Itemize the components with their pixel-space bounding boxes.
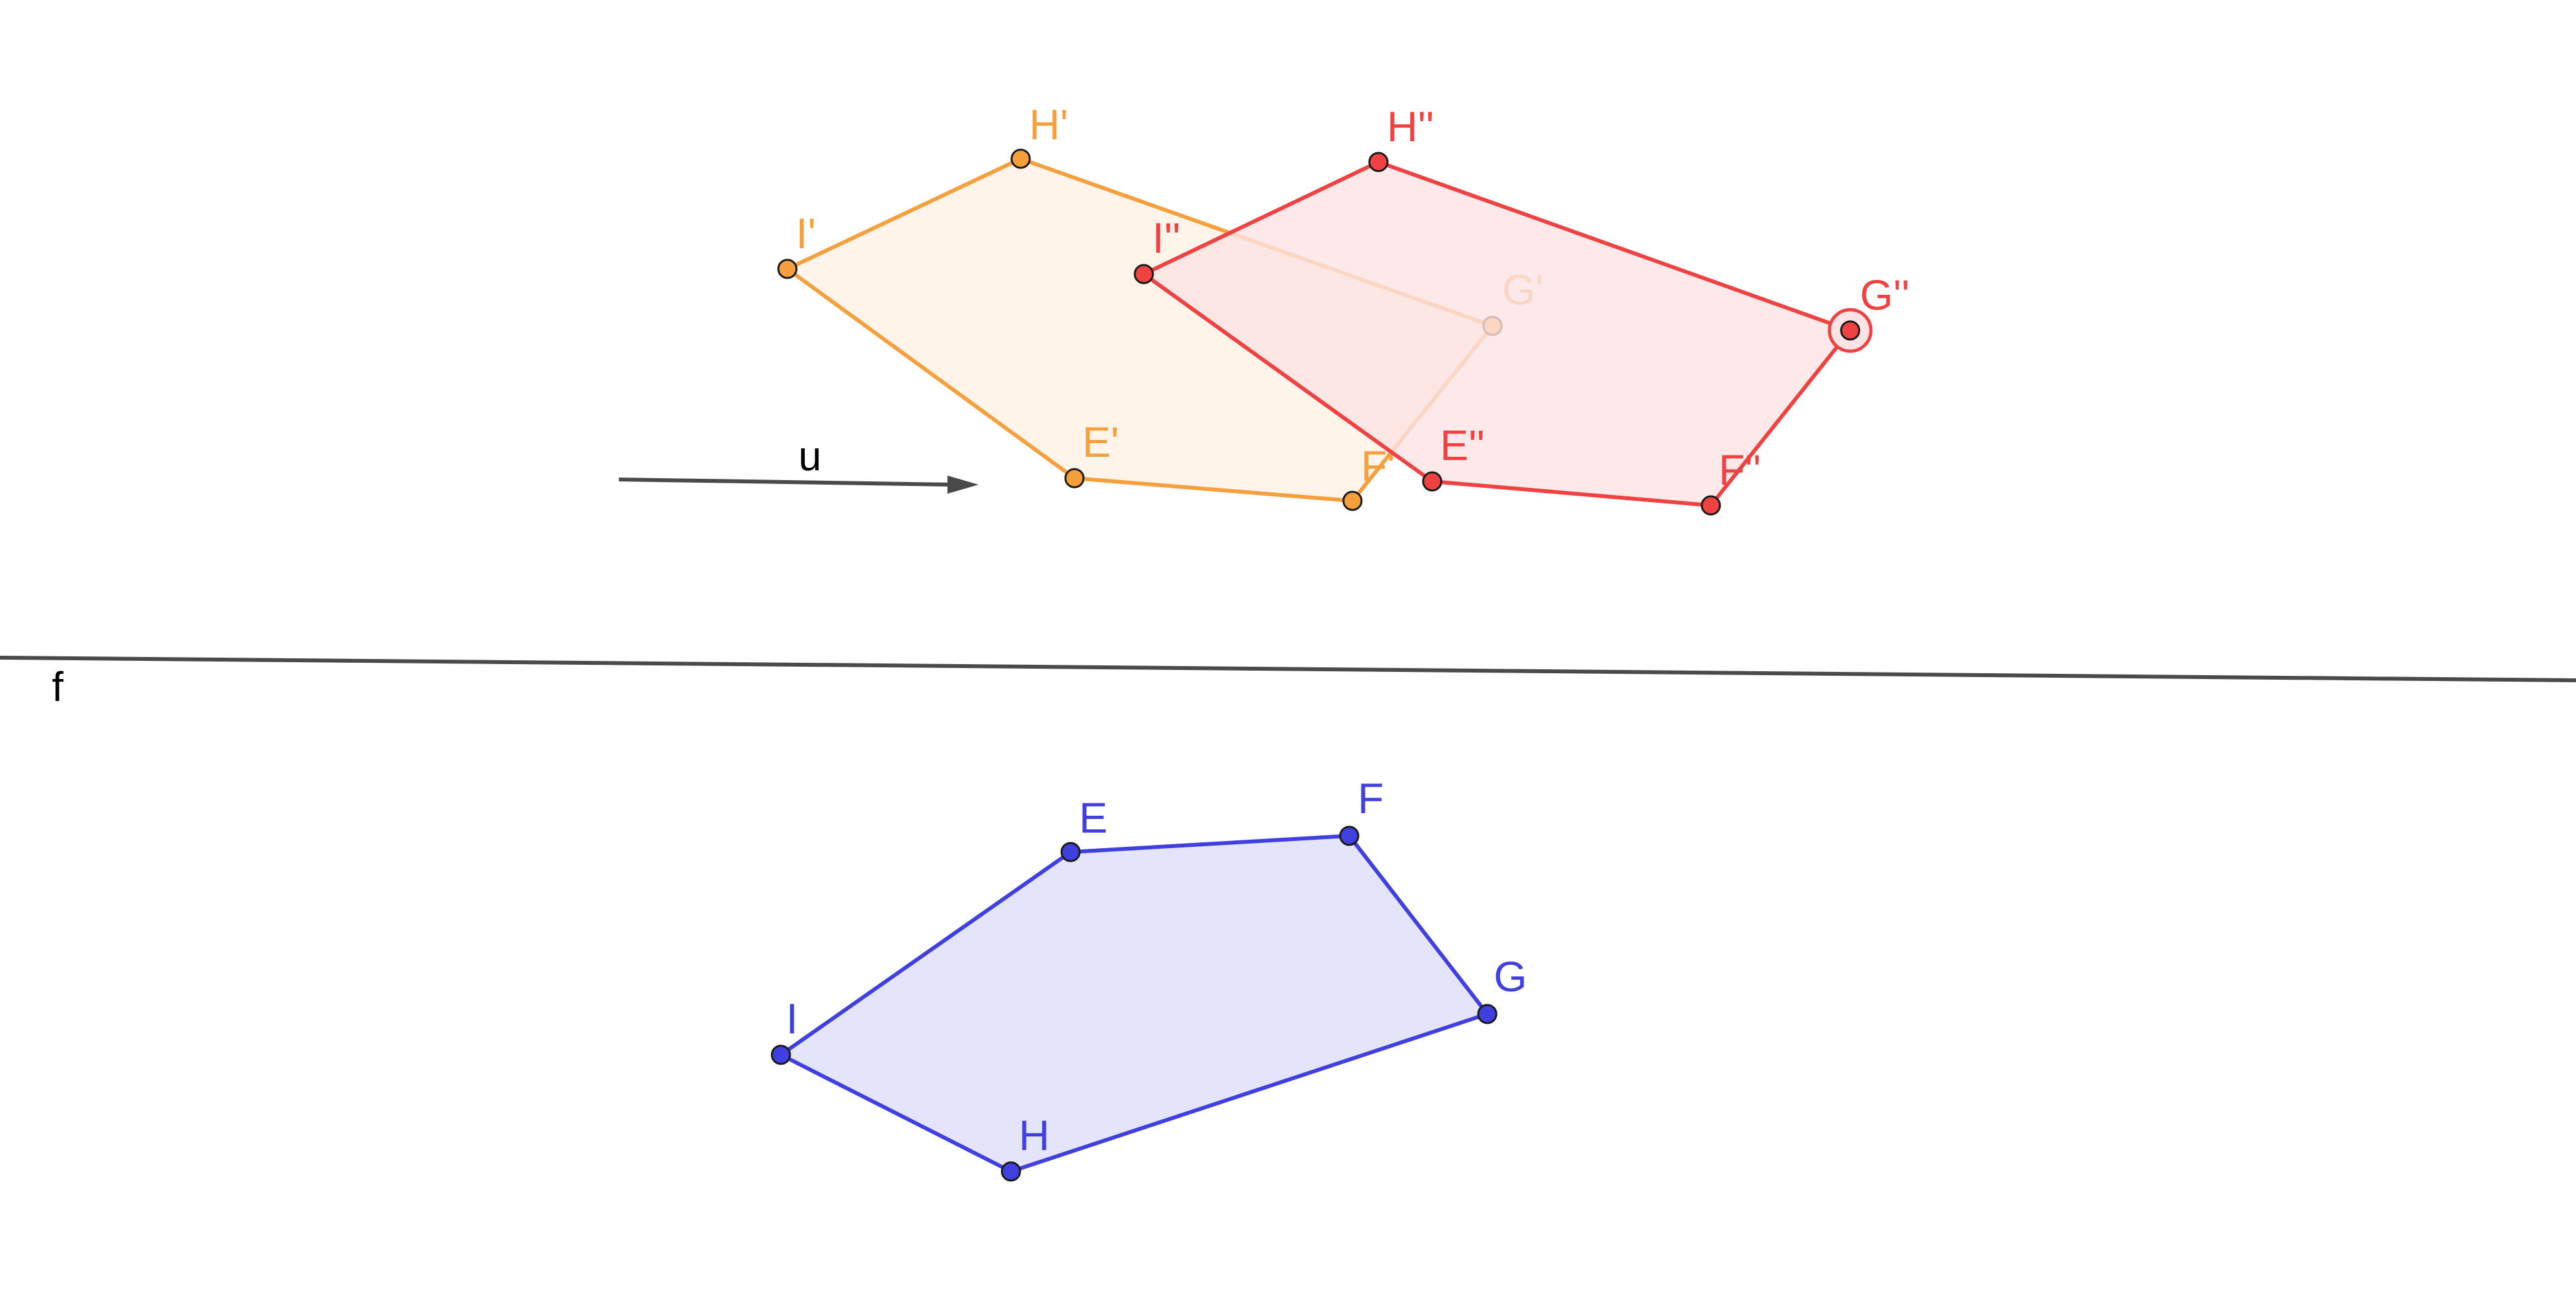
point-label: I xyxy=(786,995,798,1043)
polygon-reflected-edge[interactable] xyxy=(786,267,1076,480)
point-translated-2[interactable] xyxy=(1840,320,1861,341)
point-label: F'' xyxy=(1719,446,1761,494)
point-translated-0[interactable] xyxy=(1422,471,1443,492)
point-translated-1[interactable] xyxy=(1700,495,1721,516)
point-reflected-4[interactable] xyxy=(777,259,798,279)
polygon-reflected-fill[interactable] xyxy=(787,159,1492,501)
polygon-original-edge[interactable] xyxy=(780,850,1072,1057)
polygon-original-edge[interactable] xyxy=(1070,834,1350,854)
point-reflected-3[interactable] xyxy=(1010,148,1031,169)
point-label: F xyxy=(1358,774,1384,822)
point-label: G xyxy=(1494,952,1527,1000)
vector-u[interactable] xyxy=(618,478,953,487)
polygon-translated-edge[interactable] xyxy=(1432,479,1712,507)
point-reflected-1[interactable] xyxy=(1342,490,1363,511)
point-label: I' xyxy=(796,209,816,257)
polygon-original-fill[interactable] xyxy=(781,836,1487,1171)
vector-label: u xyxy=(798,433,822,479)
polygon-translated-fill[interactable] xyxy=(1144,162,1850,505)
point-label: I'' xyxy=(1152,214,1181,262)
polygon-translated-edge[interactable] xyxy=(1709,329,1852,507)
point-original-4[interactable] xyxy=(771,1044,791,1065)
point-label: G'' xyxy=(1860,271,1910,319)
point-label: E' xyxy=(1082,418,1119,466)
point-translated-4[interactable] xyxy=(1133,264,1154,284)
polygon-original-edge[interactable] xyxy=(1010,1012,1488,1173)
polygon-translated[interactable]: E'' F'' G'' H'' I'' xyxy=(1133,102,1910,516)
point-reflected-0[interactable] xyxy=(1064,468,1085,489)
point-original-2[interactable] xyxy=(1477,1004,1498,1024)
point-original-0[interactable] xyxy=(1060,842,1081,862)
polygon-original[interactable]: E F G H I xyxy=(771,774,1527,1182)
point-original-3[interactable] xyxy=(1001,1161,1021,1182)
point-original-1[interactable] xyxy=(1339,825,1360,846)
mirror-line-label: f xyxy=(52,663,64,710)
point-label: H'' xyxy=(1387,102,1434,150)
polygon-translated-edge[interactable] xyxy=(1143,160,1380,276)
polygon-reflected-edge[interactable] xyxy=(1074,476,1353,503)
polygon-translated-edge[interactable] xyxy=(1143,272,1433,483)
polygon-reflected-edge[interactable] xyxy=(786,157,1022,271)
mirror-line-f[interactable] xyxy=(0,656,2576,682)
polygon-original-edge[interactable] xyxy=(1347,835,1489,1015)
point-label: E xyxy=(1079,794,1108,842)
polygon-original-edge[interactable] xyxy=(780,1053,1012,1173)
point-label: H xyxy=(1019,1111,1050,1159)
point-label: E'' xyxy=(1440,421,1485,469)
polygon-translated-edge[interactable] xyxy=(1377,160,1851,332)
point-translated-3[interactable] xyxy=(1368,152,1389,172)
vector-u-arrowhead xyxy=(947,476,979,494)
point-label: H' xyxy=(1029,100,1068,148)
